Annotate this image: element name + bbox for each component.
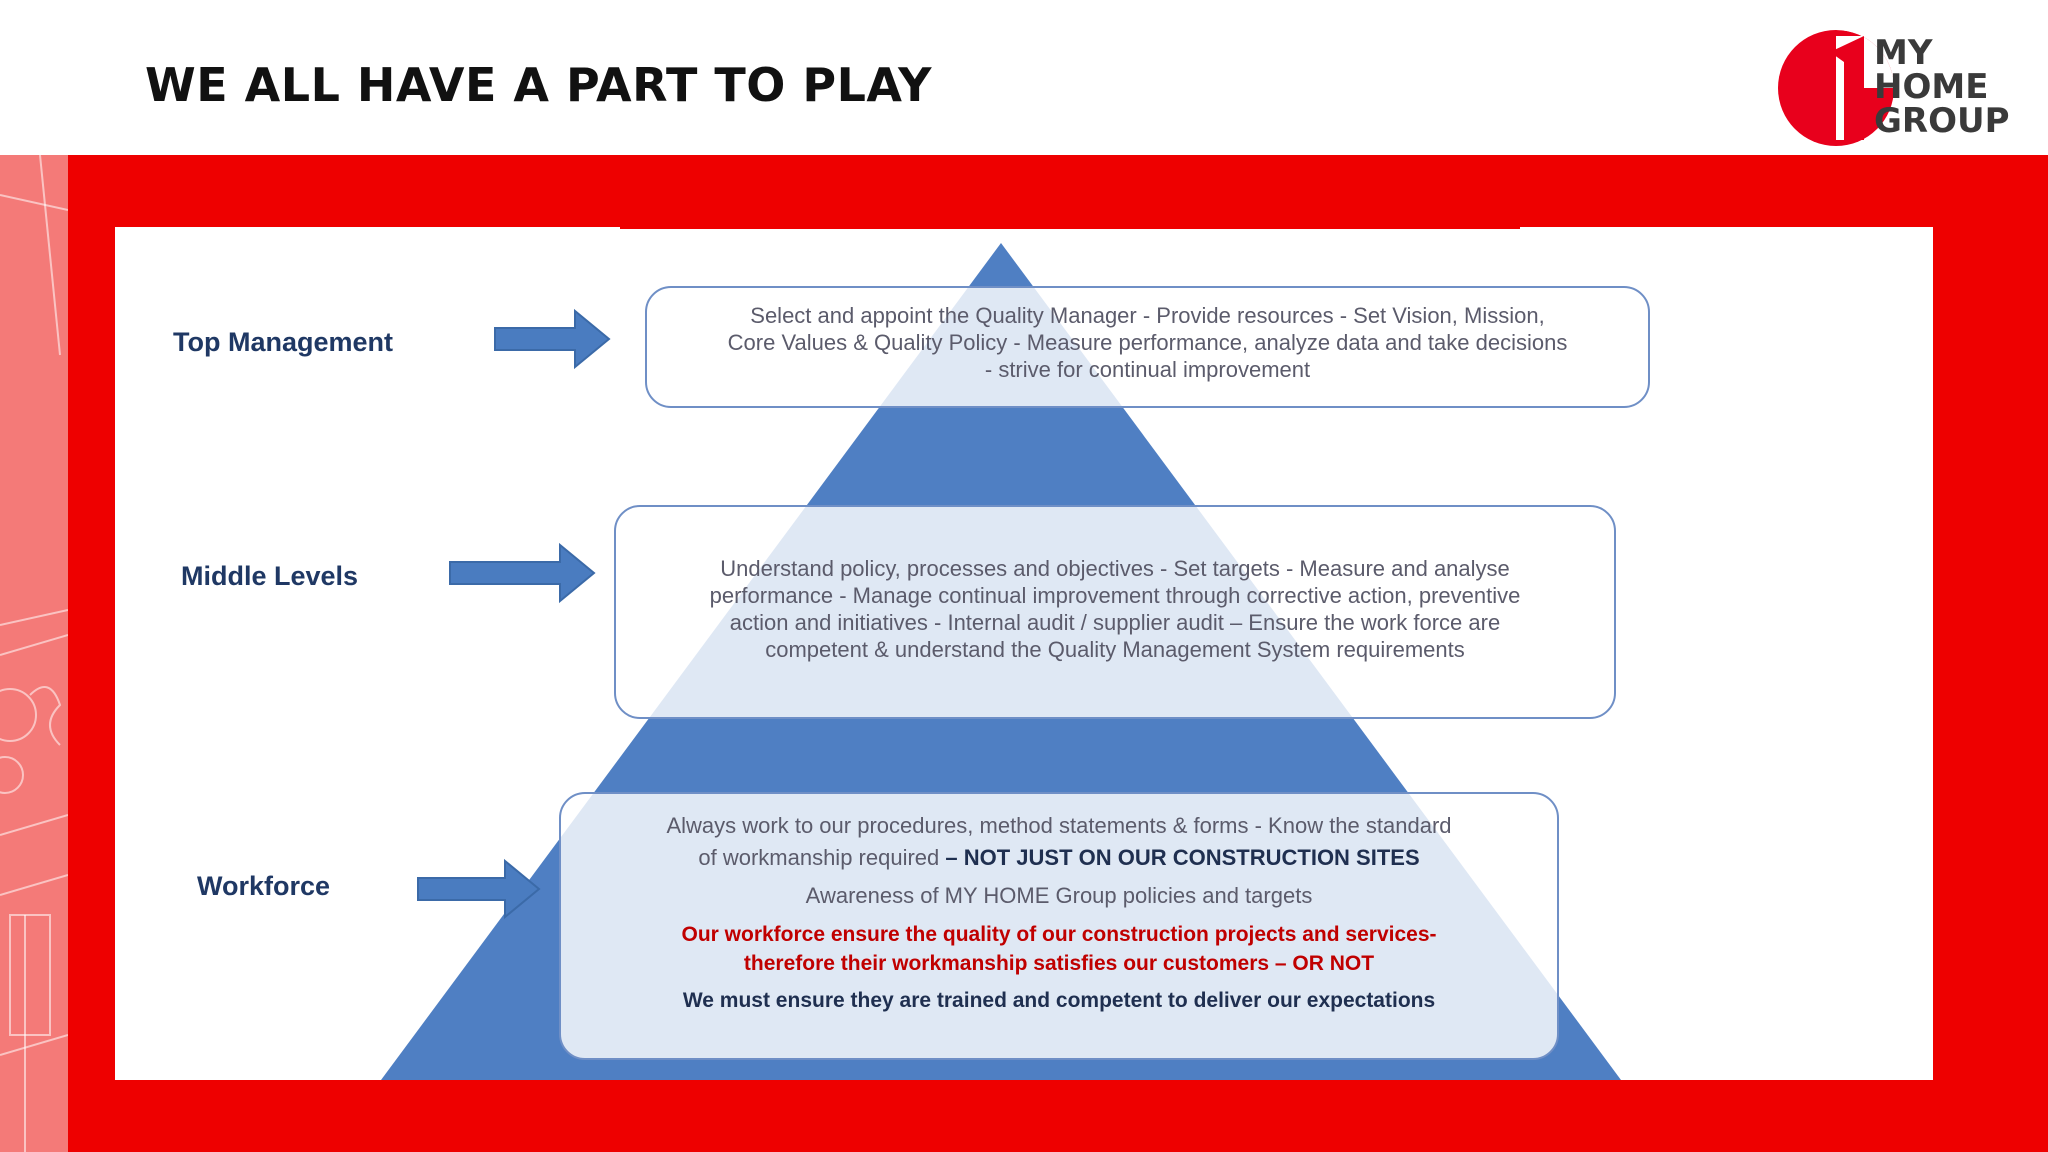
box-workforce: Always work to our procedures, method st… — [559, 792, 1559, 1060]
panel-top-line — [620, 227, 1520, 229]
logo-wordmark: MY HOME GROUP — [1874, 36, 2010, 138]
workforce-line-2-normal: of workmanship required — [698, 845, 946, 870]
blueprint-sketch-icon — [0, 155, 68, 1152]
workforce-line-2: of workmanship required – NOT JUST ON OU… — [561, 842, 1557, 874]
logo-mark-icon — [1778, 30, 1894, 146]
blueprint-decoration — [0, 155, 68, 1152]
box-text-line: - strive for continual improvement — [984, 357, 1311, 382]
arrow-middle-levels-icon — [449, 542, 596, 604]
workforce-red-line-1: Our workforce ensure the quality of our … — [681, 923, 1437, 946]
arrow-top-management-icon — [494, 308, 611, 370]
logo-line-1: MY — [1874, 33, 1933, 73]
box-middle-levels: Understand policy, processes and objecti… — [614, 505, 1616, 719]
logo-line-2: HOME — [1874, 67, 1989, 107]
workforce-red-line-2: therefore their workmanship satisfies ou… — [743, 952, 1375, 975]
slide-header: WE ALL HAVE A PART TO PLAY MY HOME GROUP — [0, 0, 2048, 155]
company-logo: MY HOME GROUP — [1772, 22, 2012, 152]
box-top-management: Select and appoint the Quality Manager -… — [645, 286, 1650, 408]
box-text-line: Core Values & Quality Policy - Measure p… — [727, 330, 1568, 355]
label-top-management: Top Management — [173, 327, 394, 357]
box-text-line: Select and appoint the Quality Manager -… — [750, 303, 1545, 328]
diagram-panel: Top Management Middle Levels Workforce S… — [115, 227, 1933, 1080]
workforce-line-1: Always work to our procedures, method st… — [666, 813, 1452, 838]
label-middle-levels: Middle Levels — [181, 561, 359, 591]
label-workforce: Workforce — [197, 871, 331, 901]
workforce-line-3: Awareness of MY HOME Group policies and … — [805, 883, 1313, 908]
box-text-line: competent & understand the Quality Manag… — [765, 637, 1465, 662]
box-text-line: Understand policy, processes and objecti… — [720, 556, 1510, 581]
workforce-line-2-bold: – NOT JUST ON OUR CONSTRUCTION SITES — [945, 845, 1420, 870]
workforce-final-line: We must ensure they are trained and comp… — [682, 989, 1436, 1012]
logo-line-3: GROUP — [1874, 101, 2010, 141]
box-text-line: performance - Manage continual improveme… — [709, 583, 1521, 608]
box-text-line: action and initiatives - Internal audit … — [729, 610, 1501, 635]
slide-title: WE ALL HAVE A PART TO PLAY — [145, 58, 932, 112]
arrow-workforce-icon — [417, 858, 541, 920]
